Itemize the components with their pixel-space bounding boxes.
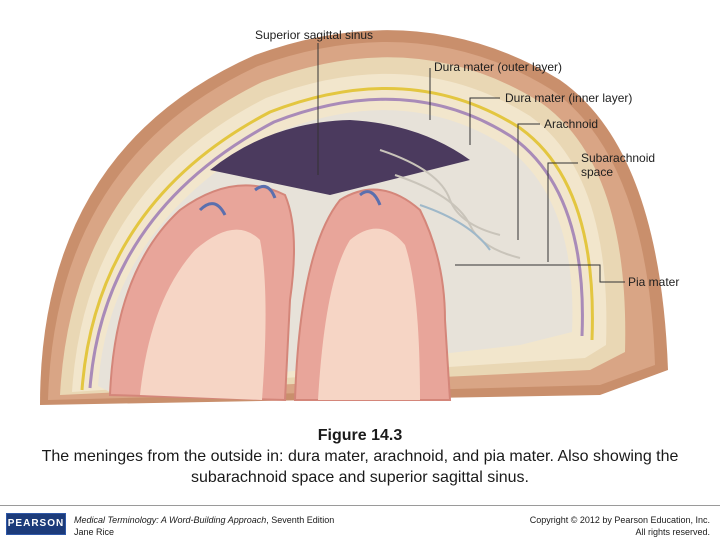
label-arachnoid: Arachnoid <box>544 117 599 131</box>
leader-subarachnoid <box>547 162 578 262</box>
label-subarachnoid: Subarachnoid space <box>581 151 655 179</box>
caption-title: Figure 14.3 <box>317 427 403 444</box>
footer-copyright: Copyright © 2012 by Pearson Education, I… <box>530 514 710 538</box>
slide-footer: PEARSON Medical Terminology: A Word-Buil… <box>0 505 720 541</box>
sagittal-sinus <box>210 120 470 195</box>
leader-dura-inner <box>469 97 500 145</box>
book-title: Medical Terminology: A Word-Building App… <box>74 515 267 525</box>
label-dura-outer: Dura mater (outer layer) <box>434 60 563 74</box>
leader-arachnoid <box>517 123 540 240</box>
label-dura-inner: Dura mater (inner layer) <box>505 91 633 105</box>
figure-caption: Figure 14.3 The meninges from the outsid… <box>0 426 720 488</box>
caption-text: The meninges from the outside in: dura m… <box>41 448 679 486</box>
label-pia-mater: Pia mater <box>628 275 680 289</box>
footer-book-info: Medical Terminology: A Word-Building App… <box>74 514 334 538</box>
label-subarachnoid-line2: space <box>581 165 614 179</box>
pearson-logo: PEARSON <box>6 513 66 535</box>
leader-pia-mater <box>455 264 625 283</box>
label-superior-sagittal-sinus: Superior sagittal sinus <box>255 28 374 42</box>
copyright-text: Copyright © 2012 by Pearson Education, I… <box>529 515 710 525</box>
meninges-illustration <box>40 30 668 405</box>
rights-text: All rights reserved. <box>635 527 710 537</box>
book-author: Jane Rice <box>74 527 115 537</box>
book-edition: , Seventh Edition <box>266 515 335 525</box>
label-subarachnoid-line1: Subarachnoid <box>581 151 656 165</box>
